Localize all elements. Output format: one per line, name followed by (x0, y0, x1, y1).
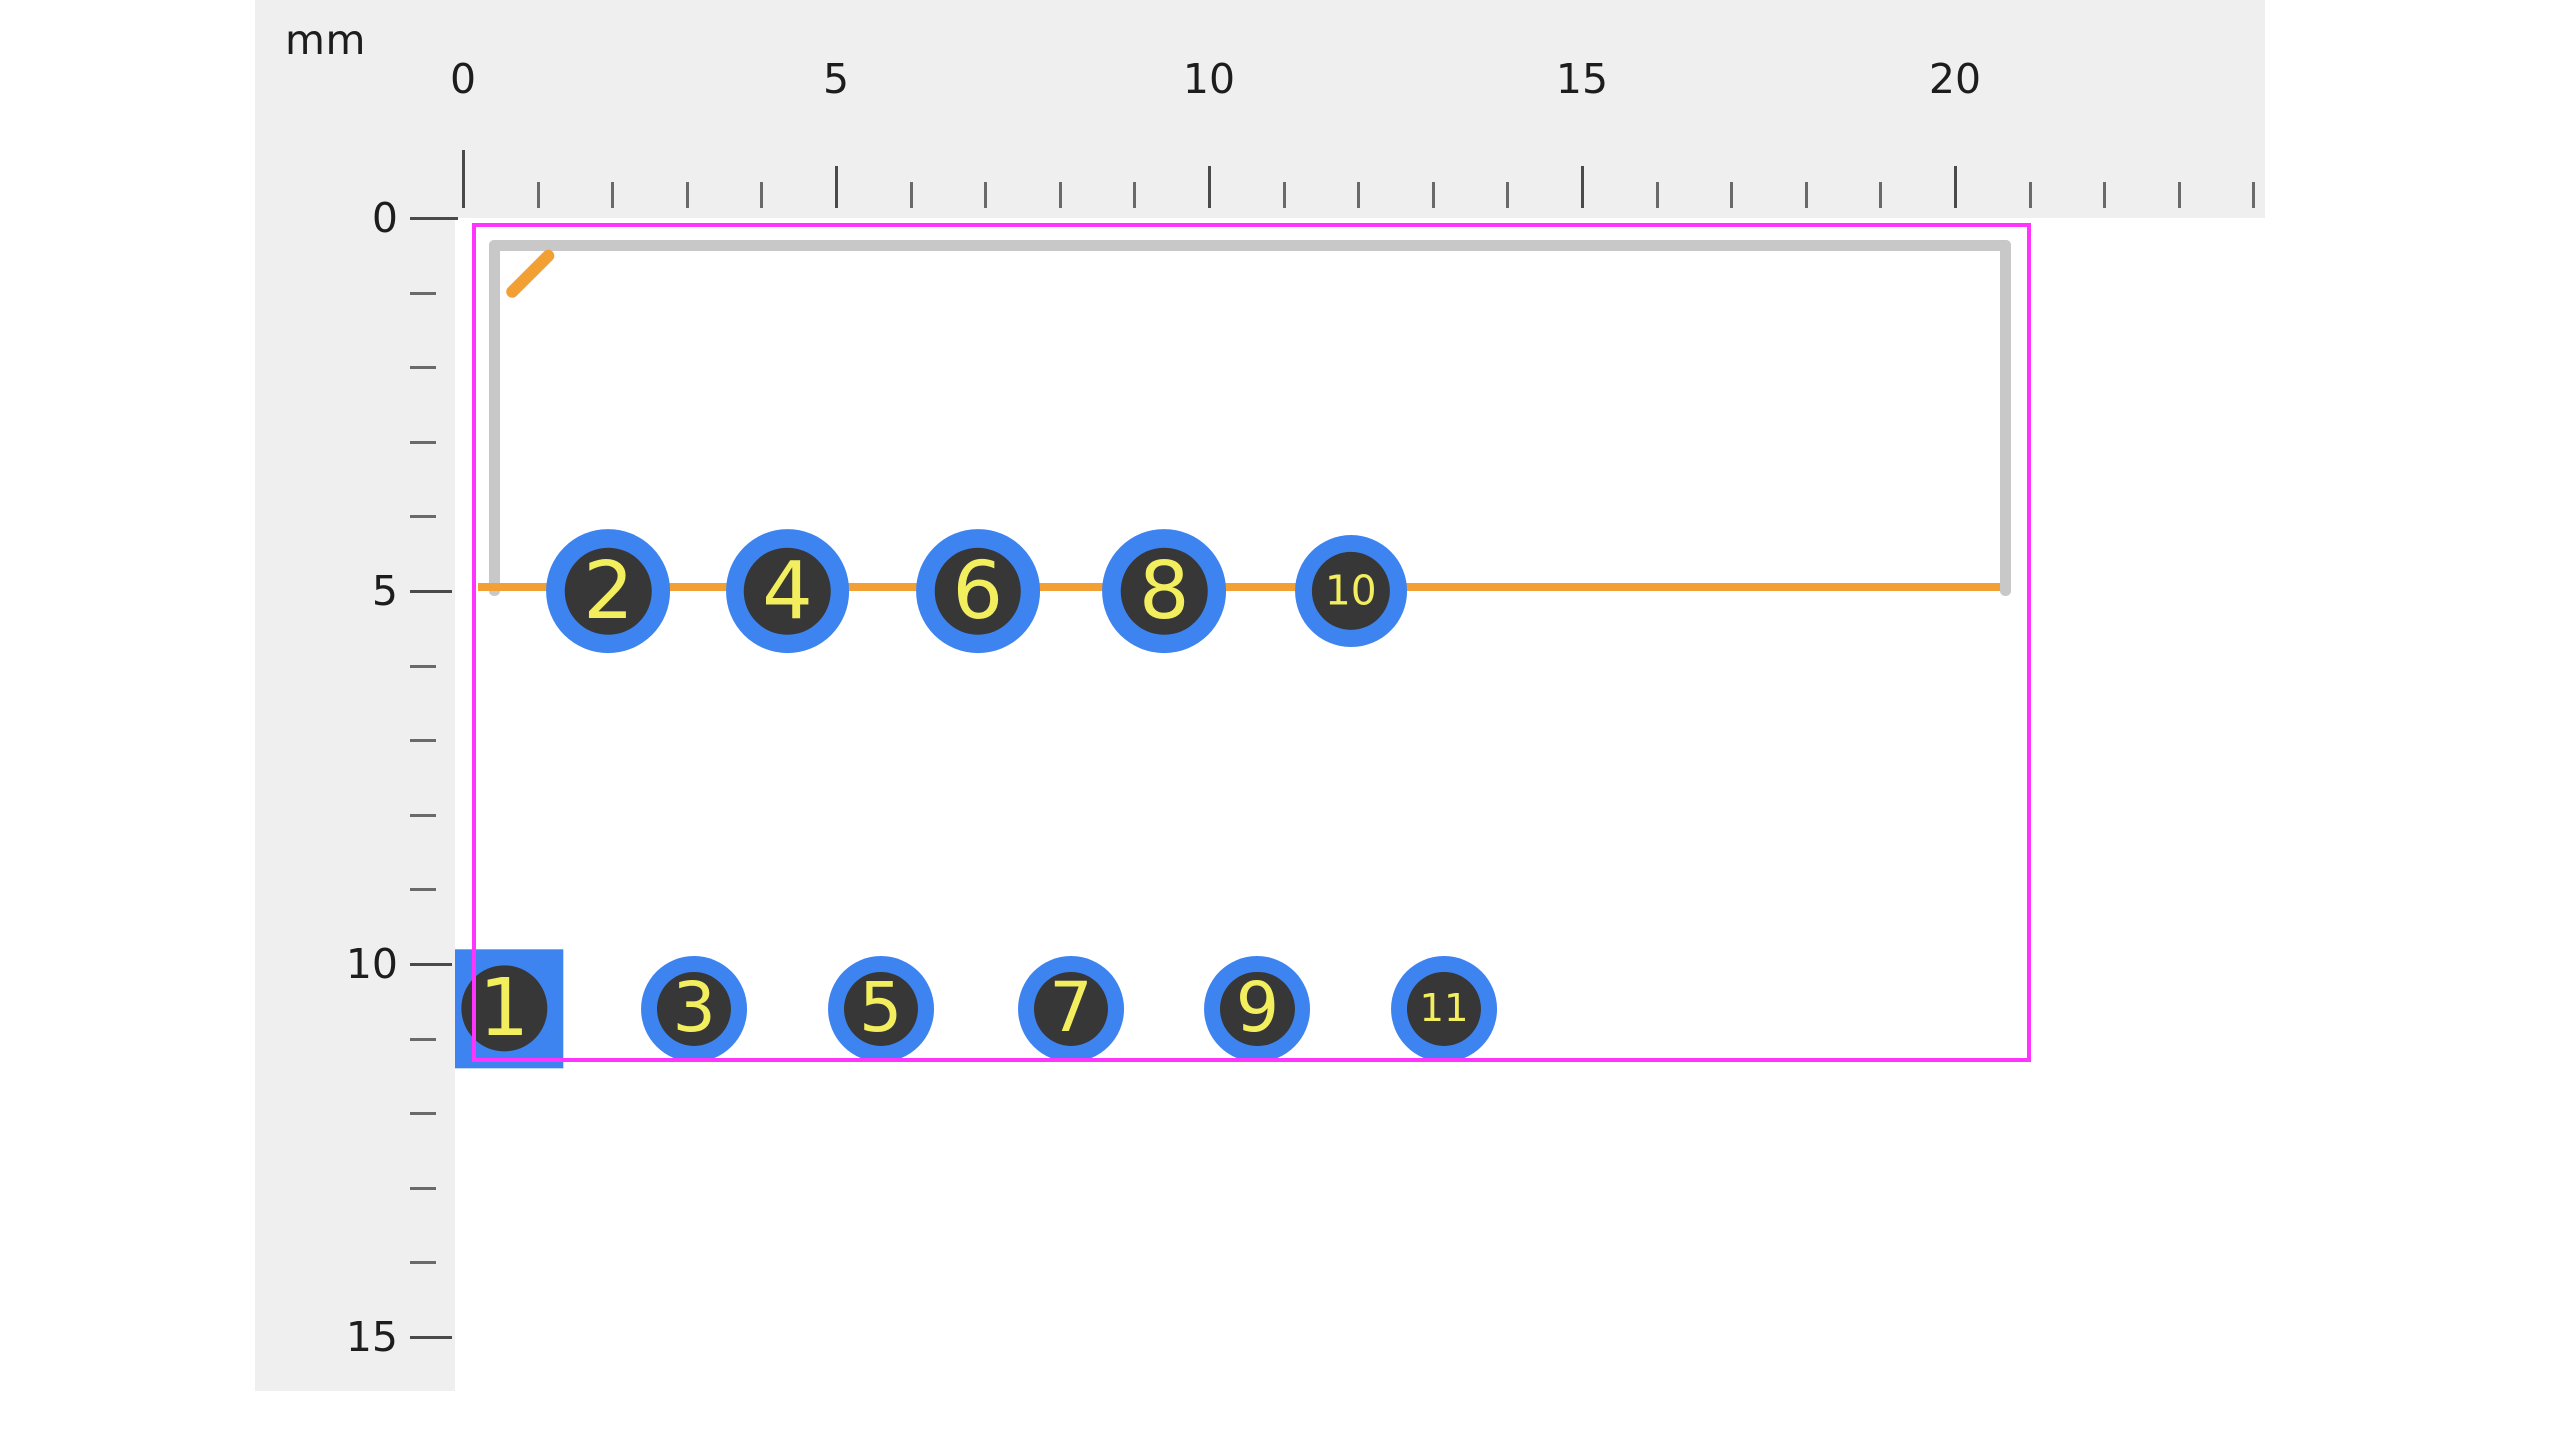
ruler-origin-marker-h (410, 217, 458, 220)
ruler-tick-major (410, 590, 452, 593)
pad-hole (1033, 971, 1109, 1046)
pad-10[interactable]: 10 (1294, 535, 1407, 647)
ruler-tick-minor (1879, 182, 1883, 208)
ruler-tick-minor (1730, 182, 1734, 208)
pad-hole (565, 547, 652, 635)
pad-hole (744, 547, 831, 635)
ruler-label-h: 10 (1182, 55, 1236, 103)
ruler-tick-major (410, 963, 452, 966)
ruler-tick-minor (410, 888, 436, 892)
ruler-tick-minor (410, 813, 436, 817)
pad-hole (657, 971, 732, 1046)
ruler-tick-major (1954, 166, 1957, 208)
ruler-label-h: 15 (1555, 55, 1609, 103)
pad-hole (1406, 971, 1482, 1046)
silkscreen-line-horizontal (477, 583, 2000, 592)
ruler-tick-minor (1357, 182, 1361, 208)
vertical-ruler[interactable] (255, 0, 455, 1391)
ruler-tick-minor (410, 739, 436, 743)
ruler-tick-major (410, 1336, 452, 1339)
ruler-label-h: 5 (822, 55, 850, 103)
ruler-tick-minor (1431, 182, 1435, 208)
ruler-tick-minor (611, 182, 615, 208)
ruler-corner (255, 0, 455, 218)
pad-hole (934, 547, 1022, 635)
ruler-tick-minor (1804, 182, 1808, 208)
ruler-origin-marker-v (462, 150, 465, 208)
pad-4[interactable]: 4 (725, 529, 850, 653)
ruler-tick-minor (1506, 182, 1510, 208)
ruler-tick-minor (410, 291, 436, 295)
ruler-label-v: 15 (345, 1313, 398, 1361)
pad-6[interactable]: 6 (915, 529, 1040, 653)
ruler-tick-minor (536, 182, 540, 208)
ruler-tick-minor (410, 1186, 436, 1190)
selection-bounding-box (471, 223, 2032, 1063)
ruler-tick-minor (410, 1037, 436, 1041)
ruler-label-v: 0 (371, 194, 398, 242)
ruler-tick-major (1581, 166, 1584, 208)
ruler-tick-minor (410, 1261, 436, 1265)
ruler-tick-minor (410, 1112, 436, 1116)
ruler-tick-minor (1058, 182, 1062, 208)
ruler-tick-major (1208, 166, 1211, 208)
pad-hole (1220, 971, 1295, 1046)
ruler-tick-major (835, 166, 838, 208)
pad-hole (1120, 547, 1208, 635)
horizontal-ruler[interactable] (255, 0, 2265, 218)
ruler-tick-minor (410, 366, 436, 370)
ruler-tick-minor (1655, 182, 1659, 208)
ruler-tick-minor (2177, 182, 2181, 208)
ruler-label-v: 5 (371, 567, 398, 615)
pad-hole (843, 971, 918, 1046)
ruler-tick-minor (410, 440, 436, 444)
ruler-tick-minor (685, 182, 689, 208)
ruler-unit-label: mm (285, 16, 366, 64)
courtyard-line-left (489, 240, 501, 597)
pad-hole (1311, 551, 1390, 631)
ruler-tick-minor (2252, 182, 2256, 208)
courtyard-line-right (1999, 240, 2011, 597)
ruler-tick-minor (410, 664, 436, 668)
ruler-tick-minor (2103, 182, 2107, 208)
pad-9[interactable]: 9 (1204, 955, 1311, 1062)
ruler-tick-minor (410, 515, 436, 519)
ruler-tick-minor (1133, 182, 1137, 208)
ruler-tick-minor (760, 182, 764, 208)
ruler-tick-minor (909, 182, 913, 208)
ruler-label-v: 10 (345, 940, 398, 988)
ruler-tick-minor (2028, 182, 2032, 208)
courtyard-line-top (489, 240, 2011, 252)
ruler-label-h: 0 (449, 55, 477, 103)
ruler-tick-minor (1282, 182, 1286, 208)
ruler-label-h: 20 (1928, 55, 1982, 103)
pad-7[interactable]: 7 (1018, 955, 1124, 1062)
ruler-tick-minor (984, 182, 988, 208)
